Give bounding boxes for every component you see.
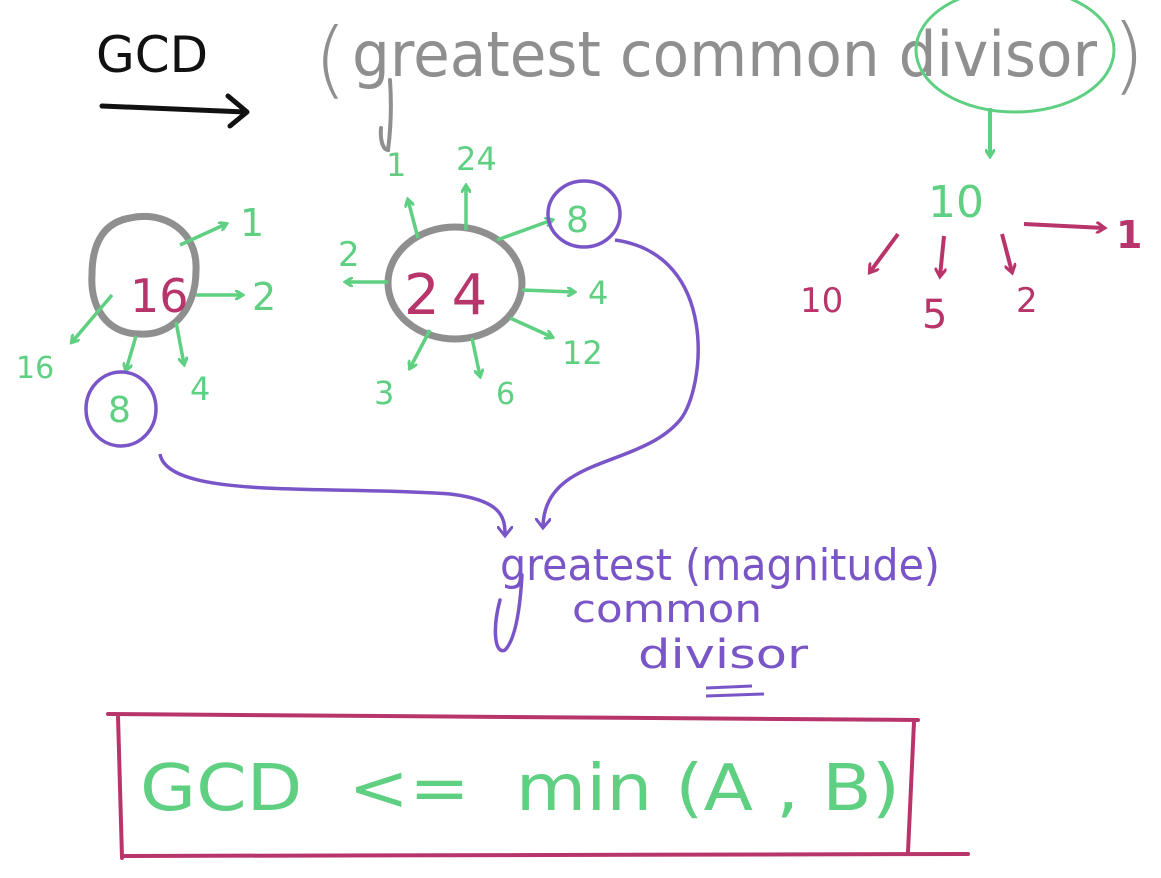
- divisor-24-6: 6: [496, 377, 515, 412]
- note-underline-2: [705, 692, 765, 698]
- formula-box: [106, 712, 970, 860]
- divisor-24-8-circle: [546, 179, 622, 249]
- arrow-24-to-8: [496, 220, 552, 242]
- tree-child-2: 2: [1016, 281, 1038, 321]
- node-24-group: 24 1 24 8 4 12 6 3 2: [338, 140, 622, 412]
- note-underline-1: [705, 684, 753, 690]
- title-underline-arrow: [99, 93, 250, 129]
- divisor-24-8: 8: [566, 200, 589, 241]
- divisor-16-2: 2: [252, 275, 276, 319]
- tree-child-5: 5: [922, 292, 947, 338]
- tree-10-group: 10 10 5 2 1: [800, 177, 1142, 338]
- node-16-group: 16 1 2 4 8 16: [16, 201, 276, 448]
- divisor-16-8: 8: [108, 390, 131, 431]
- arrow-24-to-1: [408, 200, 420, 239]
- arrow-10-to-5: [940, 235, 944, 276]
- divisor-24-2: 2: [338, 235, 360, 275]
- node-16-circle: [88, 213, 200, 338]
- tree-child-1: 1: [1116, 213, 1142, 257]
- divisor-16-4: 4: [190, 370, 210, 408]
- title-gcd: GCD: [96, 26, 208, 84]
- title-expansion: greatest common divisor: [352, 18, 1097, 91]
- divisor-24-3: 3: [374, 374, 394, 412]
- connector-8-right: [543, 238, 700, 526]
- node-16-value: 16: [130, 269, 189, 323]
- divisor-24-12: 12: [562, 334, 603, 372]
- note-line1: greatest (magnitude): [500, 540, 940, 591]
- tree-root: 10: [928, 177, 984, 228]
- title-open-paren: (: [314, 10, 347, 108]
- arrow-10-to-2: [1000, 233, 1012, 272]
- formula-text: GCD <= min (A , B): [140, 752, 900, 826]
- arrow-10-to-10: [870, 232, 900, 272]
- divisor-24-1: 1: [386, 146, 406, 184]
- divisor-24-24: 24: [456, 140, 497, 178]
- note-line3: divisor: [638, 632, 809, 678]
- tree-child-10: 10: [800, 281, 843, 321]
- arrow-16-to-1: [179, 224, 226, 247]
- formula-box-group: GCD <= min (A , B): [106, 712, 970, 860]
- note-line2: common: [572, 587, 762, 631]
- arrow-10-to-1: [1023, 224, 1104, 228]
- arrow-16-to-8: [126, 335, 138, 370]
- arrow-16-to-4: [174, 321, 184, 364]
- divisor-24-4: 4: [588, 274, 608, 312]
- arrow-24-to-4: [521, 290, 574, 292]
- divisor-16-16: 16: [16, 351, 54, 386]
- arrow-16-to-16: [72, 293, 114, 342]
- divisor-16-8-circle: [84, 370, 158, 448]
- title-group: GCD ( greatest common divisor ): [96, 0, 1145, 156]
- note-group: greatest (magnitude) common divisor: [493, 540, 940, 698]
- divisor-highlight-circle: [914, 0, 1116, 114]
- arrow-24-to-6: [470, 337, 480, 376]
- divisor-16-1: 1: [240, 201, 264, 245]
- node-24-value: 24: [404, 263, 499, 328]
- title-g-descender: [378, 78, 393, 153]
- arrow-24-to-12: [509, 316, 552, 337]
- connector-8-left: [158, 453, 505, 534]
- arrow-24-to-3: [410, 329, 432, 368]
- note-g-descender: [493, 573, 524, 653]
- title-close-paren: ): [1112, 6, 1145, 104]
